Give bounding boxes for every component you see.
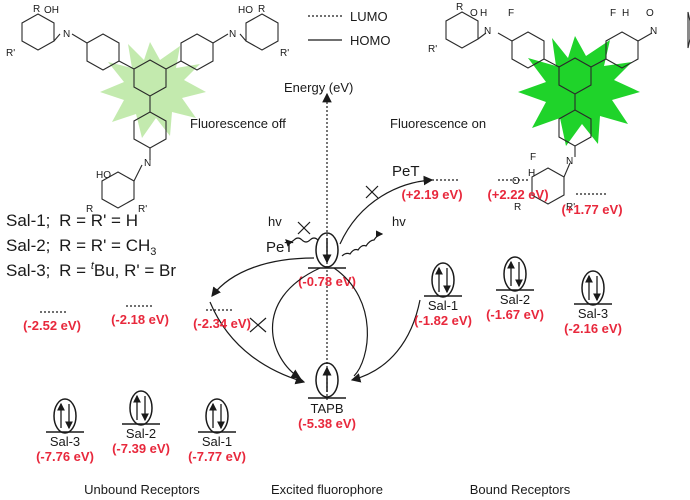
atom-o-1: O	[470, 8, 478, 19]
atom-o-2: O	[646, 8, 654, 19]
atom-h-2: H	[622, 8, 629, 19]
caption-unbound: Unbound Receptors	[84, 482, 200, 497]
bound-lumo-levels: (+2.19 eV) (+2.22 eV) (+1.77 eV)	[401, 179, 623, 217]
atom-rp-5: R'	[566, 202, 575, 213]
svg-text:Sal-1; R = R' = H: Sal-1; R = R' = H	[6, 211, 138, 230]
unbound-lumo-3: (-2.34 eV)	[193, 316, 251, 331]
unbound-homo-1: Sal-1 (-7.77 eV)	[188, 398, 246, 464]
atom-n-6: N	[566, 156, 573, 167]
atom-ho-2: HO	[96, 170, 111, 181]
def-sal2-sub: 3	[150, 246, 156, 258]
bound-molecule-structure: N N N O H F F H O F H O R R' R R'	[428, 2, 690, 213]
atom-rp-3: R'	[138, 204, 147, 215]
unbound-homo-3-name: Sal-3	[50, 434, 80, 449]
caption-bound: Bound Receptors	[470, 482, 571, 497]
unbound-homo-1-name: Sal-1	[202, 434, 232, 449]
glow-on-star	[518, 36, 640, 146]
bound-homo-3: Sal-3 (-2.16 eV)	[564, 270, 622, 336]
transfer-arrows	[209, 175, 434, 385]
bound-lumo-3: (+1.77 eV)	[561, 202, 622, 217]
def-sal3-sup: t	[91, 260, 95, 272]
atom-n-2: N	[229, 29, 236, 40]
unbound-lumo-2: (-2.18 eV)	[111, 312, 169, 327]
atom-o-3: O	[512, 176, 520, 187]
atom-ho-1: HO	[238, 5, 253, 16]
atom-r-2: R	[258, 4, 265, 15]
hv-label-left: hv	[268, 214, 282, 229]
atom-r-4: R	[456, 2, 463, 13]
bound-homo-1-name: Sal-1	[428, 298, 458, 313]
energy-axis-label: Energy (eV)	[284, 80, 353, 95]
fluorophore-homo-value: (-5.38 eV)	[298, 416, 356, 431]
def-sal3-rest: Bu, R' = Br	[94, 261, 176, 280]
bound-lumo-2: (+2.22 eV)	[487, 187, 548, 202]
atom-h-3: H	[528, 168, 535, 179]
atom-r-5: R	[514, 202, 521, 213]
unbound-homo-1-value: (-7.77 eV)	[188, 449, 246, 464]
pet-label-left: PeT	[266, 239, 294, 256]
atom-rp-1: R'	[6, 48, 15, 59]
atom-f-1: F	[508, 8, 514, 19]
unbound-lumo-1: (-2.52 eV)	[23, 318, 81, 333]
bound-lumo-1: (+2.19 eV)	[401, 187, 462, 202]
def-sal2-name: Sal-2;	[6, 236, 50, 255]
fluorophore-lumo-value: (-0.78 eV)	[298, 274, 356, 289]
state-fluorescence-off: Fluorescence off	[190, 116, 286, 131]
fluorophore-name: TAPB	[311, 401, 344, 416]
bound-homo-3-name: Sal-3	[578, 306, 608, 321]
svg-text:Sal-2; R = R' = CH3: Sal-2; R = R' = CH3	[6, 236, 156, 258]
bound-homo-1-value: (-1.82 eV)	[414, 313, 472, 328]
unbound-homo-2-value: (-7.39 eV)	[112, 441, 170, 456]
hv-label-right: hv	[392, 214, 406, 229]
glow-off-star	[100, 42, 206, 138]
bound-homo-1: Sal-1 (-1.82 eV)	[414, 262, 472, 328]
atom-n-4: N	[484, 26, 491, 37]
atom-rp-2: R'	[280, 48, 289, 59]
def-sal2-r: R = R' = CH	[59, 236, 150, 255]
state-fluorescence-on: Fluorescence on	[390, 116, 486, 131]
fluorophore-homo: TAPB (-5.38 eV)	[298, 362, 356, 431]
receptor-definitions: Sal-1; R = R' = H Sal-2; R = R' = CH3 Sa…	[6, 211, 176, 280]
unbound-lumo-levels: (-2.52 eV) (-2.18 eV) (-2.34 eV)	[23, 305, 251, 333]
atom-h-1: H	[480, 8, 487, 19]
unbound-homo-3: Sal-3 (-7.76 eV)	[36, 398, 94, 464]
def-sal3-r: R =	[59, 261, 91, 280]
atom-oh-1: OH	[44, 5, 59, 16]
atom-n-1: N	[63, 29, 70, 40]
atom-n-5: N	[650, 26, 657, 37]
legend: LUMO HOMO	[308, 9, 390, 48]
bound-homo-2-value: (-1.67 eV)	[486, 307, 544, 322]
atom-r-3: R	[86, 204, 93, 215]
unbound-homo-2-name: Sal-2	[126, 426, 156, 441]
svg-text:Sal-3; R = tBu, R' = Br: Sal-3; R = tBu, R' = Br	[6, 260, 176, 280]
pet-label-right: PeT	[392, 163, 420, 180]
atom-n-3: N	[144, 158, 151, 169]
def-sal1-name: Sal-1;	[6, 211, 50, 230]
atom-rp-4: R'	[428, 44, 437, 55]
atom-f-3: F	[530, 152, 536, 163]
caption-fluorophore: Excited fluorophore	[271, 482, 383, 497]
bound-homo-3-value: (-2.16 eV)	[564, 321, 622, 336]
def-sal1-r: R = R' = H	[59, 211, 138, 230]
legend-homo: HOMO	[350, 33, 390, 48]
atom-r-1: R	[33, 4, 40, 15]
fluorophore-lumo: (-0.78 eV)	[298, 232, 356, 289]
atom-f-2: F	[610, 8, 616, 19]
unbound-molecule-structure: N N N OH HO HO R R' R R' R R'	[6, 4, 289, 215]
legend-lumo: LUMO	[350, 9, 388, 24]
bound-homo-2-name: Sal-2	[500, 292, 530, 307]
unbound-homo-3-value: (-7.76 eV)	[36, 449, 94, 464]
bound-homo-2: Sal-2 (-1.67 eV)	[486, 256, 544, 322]
unbound-homo-2: Sal-2 (-7.39 eV)	[112, 390, 170, 456]
def-sal3-name: Sal-3;	[6, 261, 50, 280]
